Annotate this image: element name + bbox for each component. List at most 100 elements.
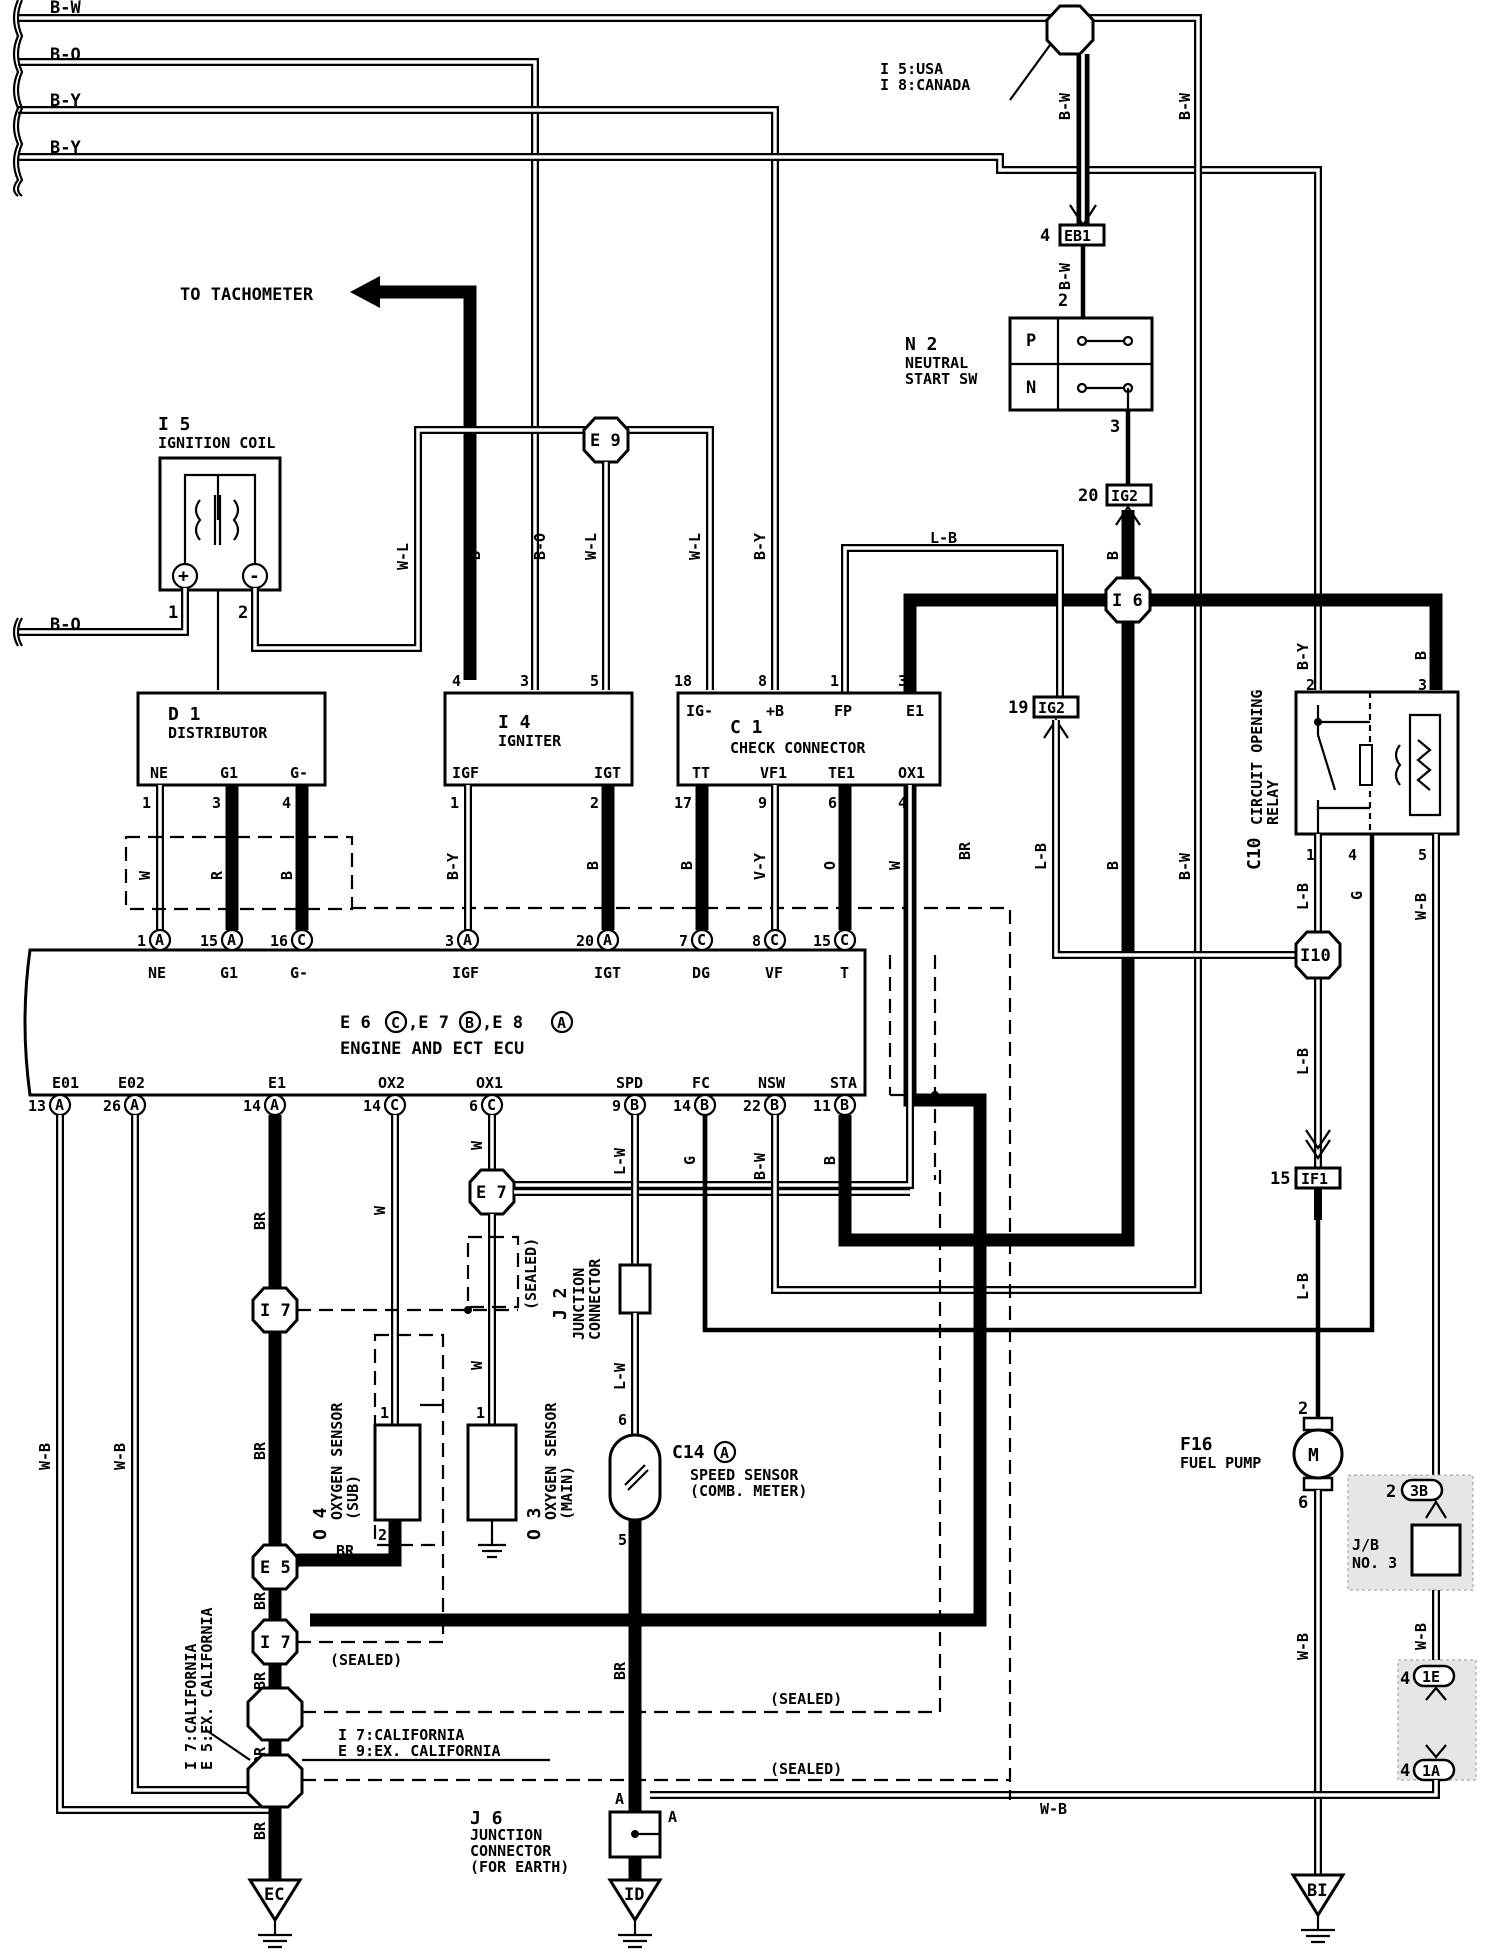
- igniter-code: I 4: [498, 712, 531, 733]
- splice-lower-1: [246, 1686, 304, 1742]
- ecu-pin-names-bottom: E01 E02 E1 OX2 OX1 SPD FC NSW STA: [52, 1074, 857, 1092]
- n2-code: N 2: [905, 334, 938, 355]
- note-excal: E 5:EX. CALIFORNIA: [198, 1607, 216, 1770]
- connector-label: IF1: [1301, 1170, 1328, 1188]
- pin-label: 2: [1306, 676, 1315, 694]
- wire-label: G: [681, 1156, 699, 1165]
- check-connector: [676, 691, 942, 787]
- jb-name: NO. 3: [1352, 1554, 1397, 1572]
- connector-label: EB1: [1064, 227, 1091, 245]
- connector-label: 3B: [1410, 1482, 1428, 1500]
- pin-label: 4: [1348, 846, 1357, 864]
- wire-label: B-W: [50, 0, 81, 18]
- pin-label: 2: [1058, 291, 1068, 311]
- pin-label: A: [668, 1808, 677, 1826]
- j6-code: J 6: [470, 1808, 503, 1829]
- ecu-label: ,E 8: [482, 1013, 523, 1033]
- ecu-pin-letter: A: [130, 1096, 139, 1114]
- pin-name: NSW: [758, 1074, 786, 1092]
- connector-label: 1A: [1422, 1762, 1440, 1780]
- ecu-pin-marker: [690, 928, 714, 952]
- pin-name: OX1: [476, 1074, 503, 1092]
- connector-label: IG2: [1111, 487, 1138, 505]
- splice-i10: [1294, 930, 1342, 980]
- wire-label: L-B: [1032, 843, 1050, 870]
- pin-name: NE: [150, 764, 168, 782]
- ecu-pin-letter: B: [700, 1096, 709, 1114]
- ecu-pin-letter: B: [840, 1096, 849, 1114]
- wire-label: B: [678, 861, 696, 870]
- connector-label: E 7: [476, 1183, 507, 1203]
- pin-label: 5: [1418, 846, 1427, 864]
- ecu-pin-number: 14: [673, 1097, 691, 1115]
- connector-label: E 9: [590, 431, 621, 451]
- ecu-pin-letter: A: [155, 931, 164, 949]
- wire-label: B-W: [1176, 852, 1194, 880]
- switch-n: N: [1026, 378, 1036, 398]
- fuel-name: FUEL PUMP: [1180, 1454, 1261, 1472]
- splice-i7-upper: [251, 1286, 299, 1334]
- igniter-name: IGNITER: [498, 732, 562, 750]
- connector-label: E 5: [260, 1558, 291, 1578]
- ecu-pin-number: 22: [743, 1097, 761, 1115]
- j2-code: J 2: [550, 1287, 571, 1320]
- pin-name: DG: [692, 964, 710, 982]
- pin-name: G-: [290, 964, 308, 982]
- ground-ec: EC: [247, 1878, 303, 1949]
- oxygen-sensor-sub: [373, 1423, 422, 1522]
- wire-label: B-W: [1056, 92, 1074, 120]
- ecu-label: ,E 7: [408, 1013, 449, 1033]
- wire-label: B-Y: [444, 853, 462, 880]
- ecu-pin-marker: [456, 928, 480, 952]
- wire-label: L-B: [930, 529, 957, 547]
- j2-name: JUNCTION: [570, 1268, 588, 1340]
- connector-ig2-top: [1105, 483, 1153, 507]
- ecu-pin-number: 14: [363, 1097, 381, 1115]
- wire-label: L-B: [1294, 1273, 1312, 1300]
- pin-label: 5: [590, 672, 599, 690]
- jb-no3-box: [1410, 1523, 1462, 1577]
- pin-name: IGF: [452, 964, 479, 982]
- dist-code: D 1: [168, 704, 201, 725]
- ecu-pin-letter: C: [840, 931, 849, 949]
- pin-label: 1: [476, 1404, 485, 1422]
- connector-1e: [1412, 1664, 1456, 1688]
- tach-label: TO TACHOMETER: [180, 285, 314, 305]
- igniter: [443, 691, 634, 787]
- wire-label: G: [1348, 891, 1366, 900]
- wire-label: W: [468, 1140, 486, 1150]
- ecu-pin-letter: C: [697, 931, 706, 949]
- ecu-pin-letter: B: [770, 1096, 779, 1114]
- speed-name: (COMB. METER): [690, 1482, 807, 1500]
- wire-label: W-B: [36, 1443, 54, 1470]
- pin-label: 1: [830, 672, 839, 690]
- speed-sensor: [608, 1433, 662, 1522]
- relay-code: C10: [1244, 837, 1265, 870]
- pin-name: G-: [290, 764, 308, 782]
- ecu-pin-number: 6: [469, 1097, 478, 1115]
- wire-label: L-W: [611, 1362, 629, 1390]
- ecu-pin-letter: A: [55, 1096, 64, 1114]
- wire-label: W-L: [686, 533, 704, 560]
- connector-label: 1E: [1422, 1668, 1440, 1686]
- svg-text:-: -: [249, 566, 260, 587]
- pin-label: 1: [1306, 846, 1315, 864]
- ecu-pin-letter: A: [463, 931, 472, 949]
- connector-label: I 7: [260, 1633, 291, 1653]
- dist-name: DISTRIBUTOR: [168, 724, 268, 742]
- ecu-body: [23, 948, 867, 1097]
- pin-label: 2: [378, 1526, 387, 1544]
- pin-name: NE: [148, 964, 166, 982]
- ecu-pin-letter: C: [390, 1096, 399, 1114]
- ecu-pin-letter: C: [770, 931, 779, 949]
- switch-p: P: [1026, 331, 1036, 351]
- connector-label: IG2: [1038, 699, 1065, 717]
- pin-label: 4: [1040, 226, 1050, 246]
- wire-label: W-B: [1040, 1800, 1067, 1818]
- pin-label: 3: [898, 672, 907, 690]
- splice-octagon: [1045, 4, 1095, 56]
- ecu-pin-letter: A: [270, 1096, 279, 1114]
- pin-name: SPD: [616, 1074, 643, 1092]
- pin-name: OX2: [378, 1074, 405, 1092]
